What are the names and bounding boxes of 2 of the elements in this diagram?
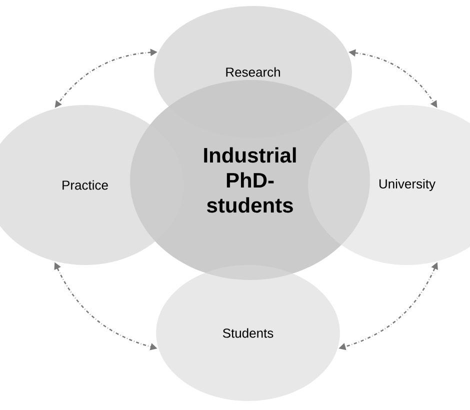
- node-label: Research: [226, 67, 280, 77]
- node-label: Practice: [62, 180, 108, 190]
